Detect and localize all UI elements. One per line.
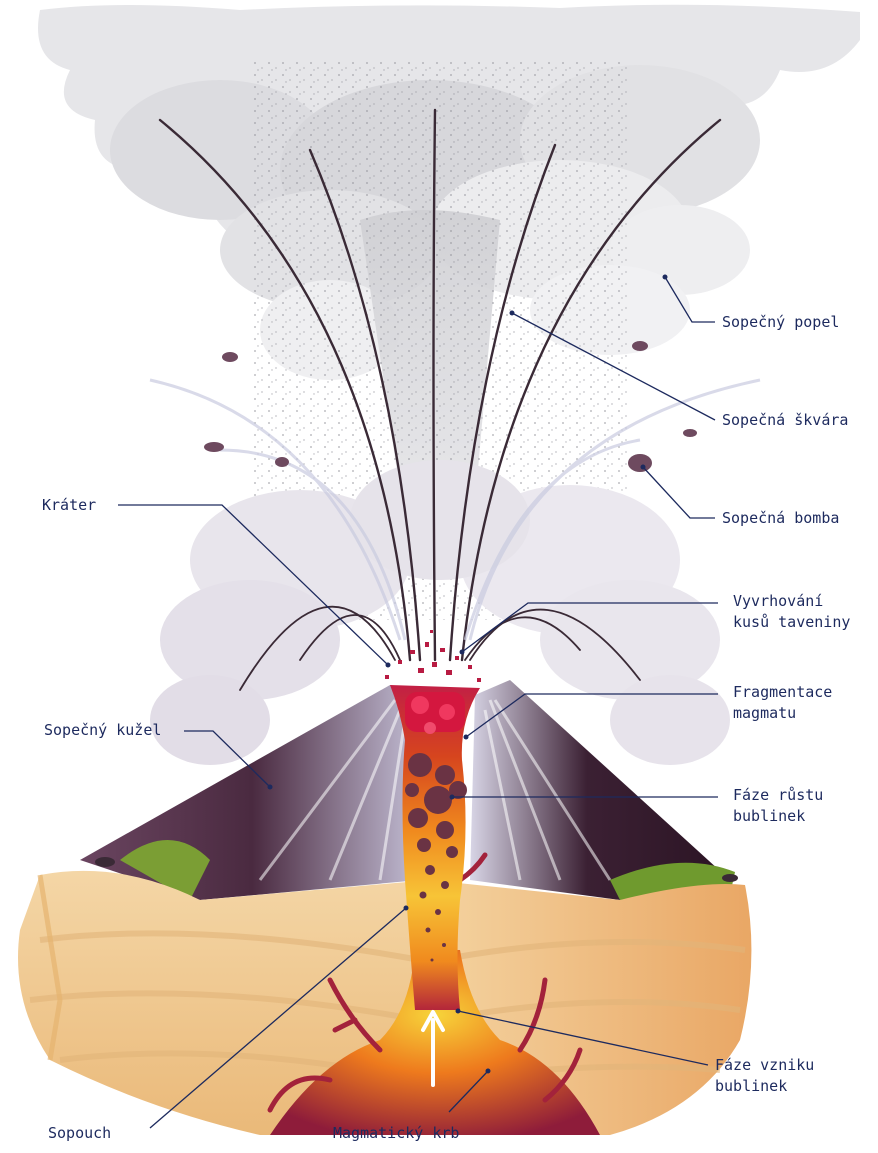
label-faze-rustu-line2: bublinek: [733, 806, 805, 827]
label-fragmentace-line2: magmatu: [733, 703, 796, 724]
label-vyvrhovani-line2: kusů taveniny: [733, 612, 850, 633]
label-sopouch: Sopouch: [48, 1123, 111, 1144]
label-sopecny-kuzel: Sopečný kužel: [44, 720, 161, 741]
crater-fragments: [405, 692, 465, 734]
label-sopecna-skvara: Sopečná škvára: [722, 410, 848, 431]
label-krater: Kráter: [42, 495, 96, 516]
label-sopecny-popel: Sopečný popel: [722, 312, 839, 333]
label-magmaticky-krb: Magmatický krb: [333, 1123, 459, 1144]
label-faze-vzniku-line1: Fáze vzniku: [715, 1055, 814, 1076]
label-faze-vzniku-line2: bublinek: [715, 1076, 787, 1097]
label-faze-rustu-line1: Fáze růstu: [733, 785, 823, 806]
label-fragmentace-line1: Fragmentace: [733, 682, 832, 703]
label-sopecna-bomba: Sopečná bomba: [722, 508, 839, 529]
label-vyvrhovani-line1: Vyvrhování: [733, 591, 823, 612]
